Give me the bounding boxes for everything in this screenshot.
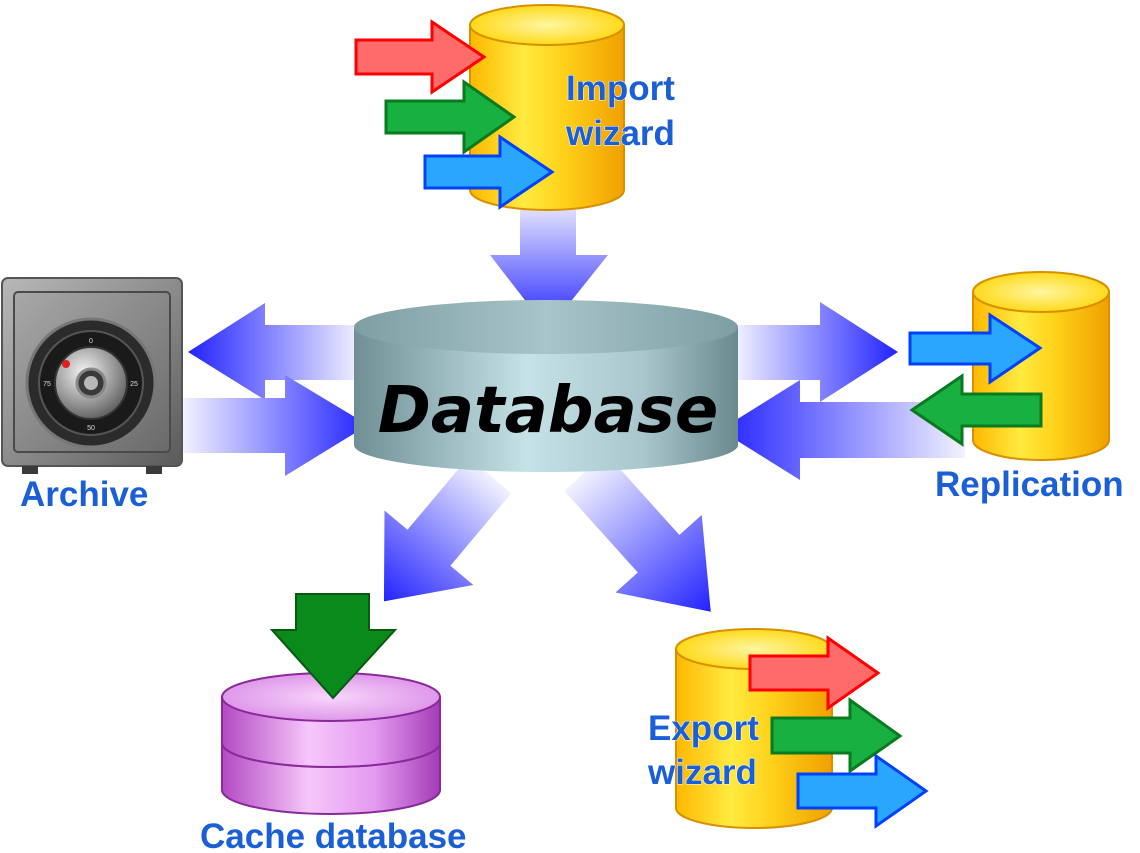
safe-dial-mark-25: 25	[130, 381, 138, 388]
import-label-line1: Import	[566, 69, 675, 108]
export-blue-arrow	[796, 753, 929, 829]
database-label: Database	[378, 374, 719, 448]
archive-node: 0 25 50 75 Archive	[1, 277, 183, 515]
import-label-line2: wizard	[565, 114, 675, 153]
import-blue-arrow	[423, 134, 555, 210]
replication-cylinder-top	[972, 271, 1110, 313]
export-label-line1: Export	[648, 709, 759, 748]
export-cylinder-body	[675, 648, 833, 829]
cache-database-node: Cache database	[200, 593, 467, 853]
replication-label: Replication	[935, 465, 1124, 504]
export-red-arrow	[748, 635, 881, 711]
cache-green-down-arrow	[269, 593, 398, 700]
safe-dial-mark-0: 0	[89, 338, 93, 345]
import-red-arrow	[354, 19, 487, 95]
replication-node: Replication	[908, 271, 1124, 505]
flow-arrow-db-to-cache	[383, 457, 512, 602]
safe-icon: 0 25 50 75	[1, 277, 183, 474]
database-node: Database	[354, 300, 738, 472]
safe-dial-mark-75: 75	[43, 381, 51, 388]
flow-arrow-archive-to-db	[183, 375, 368, 476]
database-cylinder-body	[354, 327, 738, 472]
replication-blue-arrow	[908, 312, 1043, 385]
replication-green-arrow	[909, 373, 1043, 447]
archive-label: Archive	[20, 475, 148, 514]
safe-dial-mark-50: 50	[87, 425, 95, 432]
flow-arrow-db-to-export	[564, 453, 711, 612]
database-cylinder-top	[354, 300, 738, 354]
import-wizard-node: Import wizard	[354, 4, 676, 211]
export-label-line2: wizard	[647, 753, 757, 792]
flow-arrow-db-to-archive	[188, 303, 360, 400]
import-green-arrow	[384, 79, 517, 155]
flow-arrow-db-to-replication	[735, 302, 898, 402]
flow-arrow-import-to-db	[490, 205, 608, 330]
import-cylinder-top	[469, 4, 625, 46]
cache-database-label: Cache database	[200, 817, 467, 853]
export-wizard-node: Export wizard	[647, 628, 929, 829]
flow-arrow-replication-to-db	[720, 380, 965, 480]
